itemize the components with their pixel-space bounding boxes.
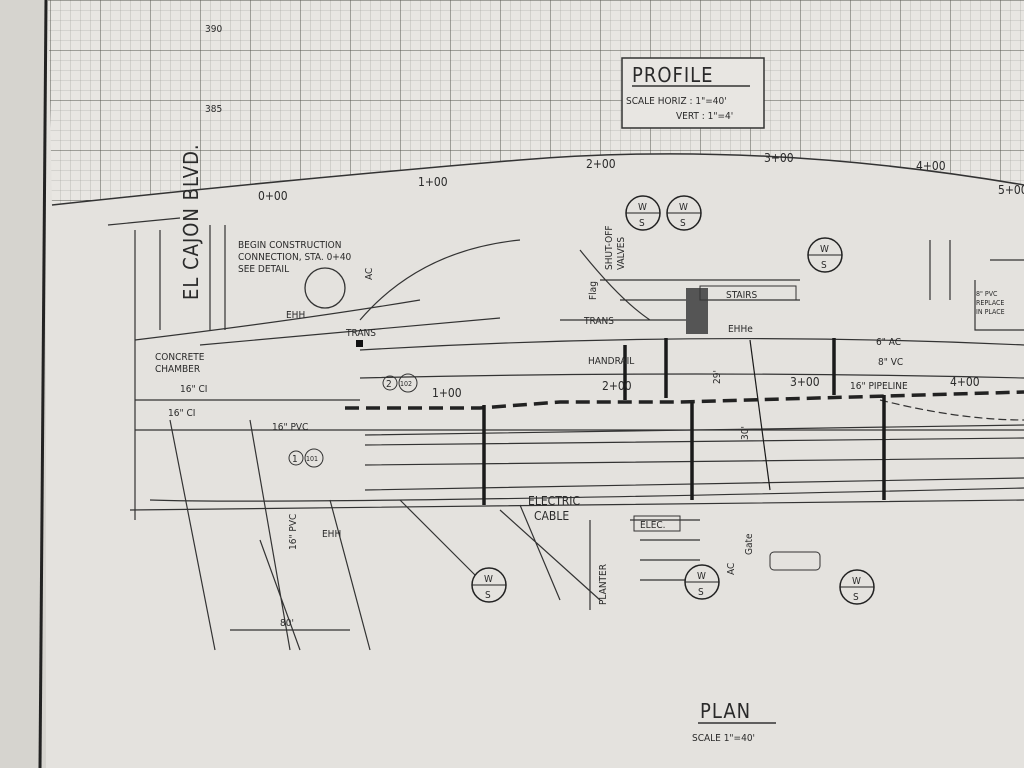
plan-station-1: 1+00 bbox=[432, 386, 462, 400]
stairs-outline bbox=[699, 285, 797, 301]
ws-symbol: WS bbox=[807, 237, 843, 273]
label-stairs: STAIRS bbox=[726, 290, 757, 301]
svg-text:W: W bbox=[697, 571, 706, 582]
svg-text:W: W bbox=[852, 576, 861, 587]
ws-symbol: WS bbox=[666, 195, 702, 231]
svg-text:102: 102 bbox=[400, 380, 412, 388]
plan-station-4: 4+00 bbox=[950, 375, 980, 389]
label-dim-29: 29' bbox=[712, 370, 723, 384]
profile-scale-horiz: SCALE HORIZ : 1"=40' bbox=[626, 96, 727, 107]
ws-symbol: WS bbox=[839, 569, 875, 605]
svg-text:S: S bbox=[698, 587, 704, 598]
label-handrail: HANDRAIL bbox=[588, 356, 634, 367]
profile-station-2: 2+00 bbox=[586, 157, 616, 171]
label-elec: ELEC. bbox=[640, 520, 666, 531]
label-6-ac: 6" AC bbox=[876, 337, 901, 348]
svg-text:S: S bbox=[680, 218, 686, 229]
svg-text:S: S bbox=[485, 590, 491, 601]
profile-station-1: 1+00 bbox=[418, 175, 448, 189]
service-symbols: WS WS WS WS WS WS bbox=[471, 195, 875, 605]
profile-station-4: 4+00 bbox=[916, 159, 946, 173]
detail-callout-2: 2 102 bbox=[382, 373, 418, 393]
ws-symbol: WS bbox=[471, 567, 507, 603]
label-trans: TRANS bbox=[345, 328, 376, 339]
binding-edge bbox=[0, 0, 46, 768]
label-dim-30: 30' bbox=[740, 426, 751, 440]
pipeline-dashed-centerline bbox=[345, 390, 1024, 410]
svg-text:1: 1 bbox=[292, 454, 298, 465]
label-ehhe: EHHe bbox=[728, 324, 753, 335]
svg-text:W: W bbox=[820, 244, 829, 255]
elevation-390: 390 bbox=[205, 24, 222, 35]
street-name: EL CAJON BLVD. bbox=[179, 143, 203, 300]
label-ehh-2: EHH bbox=[322, 529, 341, 540]
label-ac-2: AC bbox=[726, 563, 737, 575]
plan-station-3: 3+00 bbox=[790, 375, 820, 389]
label-ehh: EHH bbox=[286, 310, 305, 321]
label-trans-2: TRANS bbox=[583, 316, 614, 327]
ws-symbol: WS bbox=[684, 564, 720, 600]
label-electric: ELECTRIC bbox=[528, 494, 580, 508]
begin-note-line-3: SEE DETAIL bbox=[238, 264, 289, 275]
ws-symbol: WS bbox=[625, 195, 661, 231]
profile-title-block: PROFILE SCALE HORIZ : 1"=40' VERT : 1"=4… bbox=[621, 57, 765, 129]
svg-text:S: S bbox=[853, 592, 859, 603]
label-flag: Flag bbox=[588, 281, 599, 300]
svg-text:W: W bbox=[484, 574, 493, 585]
plan-scale: SCALE 1"=40' bbox=[692, 733, 755, 744]
label-chamber: CHAMBER bbox=[155, 364, 200, 375]
svg-text:W: W bbox=[638, 202, 647, 213]
svg-text:S: S bbox=[639, 218, 645, 229]
plan-title: PLAN bbox=[700, 699, 751, 723]
service-laterals bbox=[482, 338, 886, 505]
label-dim-80: 80' bbox=[280, 618, 294, 629]
elevation-385: 385 bbox=[205, 104, 222, 115]
label-8-vc: 8" VC bbox=[878, 357, 903, 368]
transformer-marker bbox=[356, 340, 363, 347]
border-line bbox=[38, 0, 48, 768]
profile-title: PROFILE bbox=[632, 63, 714, 87]
profile-station-0: 0+00 bbox=[258, 189, 288, 203]
profile-grid bbox=[48, 0, 1024, 206]
label-16-pipeline: 16" PIPELINE bbox=[850, 381, 908, 392]
profile-scale-vert: VERT : 1"=4' bbox=[676, 111, 733, 122]
label-16-pvc-2: 16" PVC bbox=[288, 514, 299, 550]
svg-text:101: 101 bbox=[306, 455, 318, 463]
label-planter: PLANTER bbox=[598, 564, 609, 605]
begin-note-line-2: CONNECTION, STA. 0+40 bbox=[238, 252, 352, 263]
svg-text:S: S bbox=[821, 260, 827, 271]
label-cable: CABLE bbox=[534, 509, 569, 523]
plan-station-2: 2+00 bbox=[602, 379, 632, 393]
label-16-ci-2: 16" CI bbox=[168, 408, 195, 419]
hatched-structure bbox=[686, 288, 708, 334]
vehicle-outline bbox=[769, 551, 821, 571]
label-16-pvc: 16" PVC bbox=[272, 422, 308, 433]
svg-text:2: 2 bbox=[386, 379, 392, 390]
label-pvc-replace-1: 8" PVC bbox=[976, 290, 998, 298]
svg-text:W: W bbox=[679, 202, 688, 213]
label-valves: VALVES bbox=[616, 237, 627, 270]
detail-callout-1: 1 101 bbox=[288, 448, 324, 468]
label-pvc-replace-3: IN PLACE bbox=[976, 308, 1005, 316]
label-pvc-replace-2: REPLACE bbox=[976, 299, 1004, 307]
label-gate: Gate bbox=[744, 533, 755, 555]
label-16-ci: 16" CI bbox=[180, 384, 207, 395]
connection-detail-marker bbox=[304, 267, 346, 309]
elec-box bbox=[633, 515, 681, 532]
label-ac: AC bbox=[364, 268, 375, 280]
begin-note-line-1: BEGIN CONSTRUCTION bbox=[238, 240, 341, 251]
label-shutoff: SHUT-OFF bbox=[604, 225, 615, 270]
plan-linework bbox=[107, 217, 1024, 651]
profile-station-3: 3+00 bbox=[764, 151, 794, 165]
label-concrete: CONCRETE bbox=[155, 352, 205, 363]
profile-station-5: 5+00 bbox=[998, 183, 1024, 197]
